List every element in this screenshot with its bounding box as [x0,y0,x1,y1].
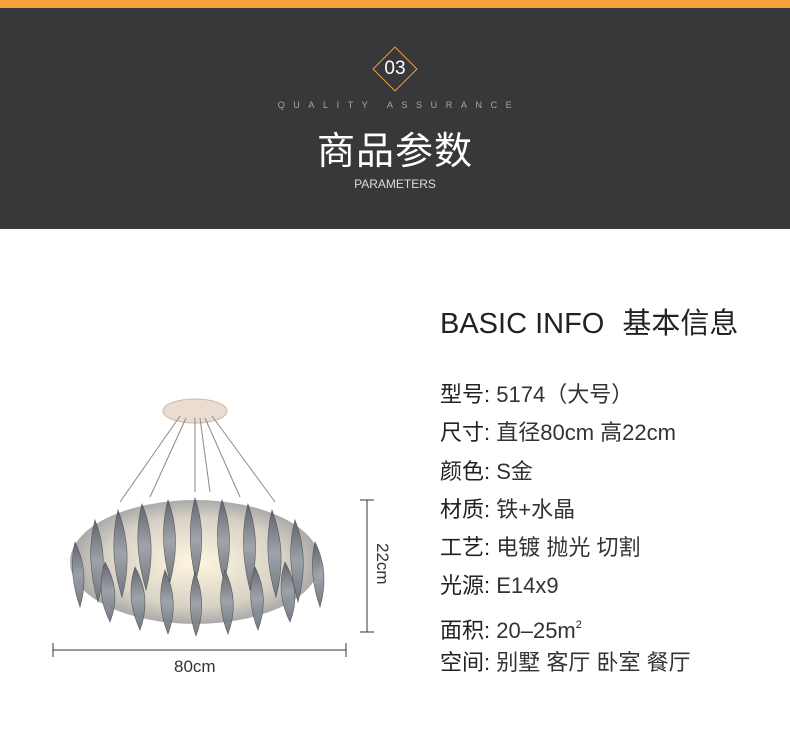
suspension-wires [119,415,276,503]
spec-model: 型号: 5174（大号） [440,382,634,407]
basic-info-heading: BASIC INFO 基本信息 [440,300,738,342]
spec-material: 材质: 铁+水晶 [440,496,576,522]
section-number: 03 [384,58,406,79]
heading-chinese: 基本信息 [622,308,739,340]
section-number-badge: 03 [372,46,418,92]
crystal-leaves [72,496,325,637]
spec-list: 型号: 5174（大号） 尺寸: 直径80cm 高22cm 颜色: S金 材质:… [440,376,691,682]
chandelier-image [52,398,374,657]
section-header: 03 QUALITY ASSURANCE 商品参数 PARAMETERS [0,8,790,229]
top-accent-bar [0,0,790,8]
spec-light-source: 光源: E14x9 [440,573,559,599]
spec-size: 尺寸: 直径80cm 高22cm [440,420,676,446]
heading-english: BASIC INFO [440,308,605,340]
section-title: 商品参数 [316,131,473,173]
spec-space: 空间: 别墅 客厅 卧室 餐厅 [440,650,691,676]
height-dimension-label: 22cm [373,543,392,585]
spec-craft: 工艺: 电镀 抛光 切割 [440,535,641,561]
parameters-subtitle: PARAMETERS [354,177,436,191]
quality-assurance-subtitle: QUALITY ASSURANCE [277,100,521,110]
spec-area: 面积: 20–25m2 [440,617,582,643]
dimension-lines [52,499,374,657]
spec-color: 颜色: S金 [440,458,533,484]
width-dimension-label: 80cm [174,657,216,676]
